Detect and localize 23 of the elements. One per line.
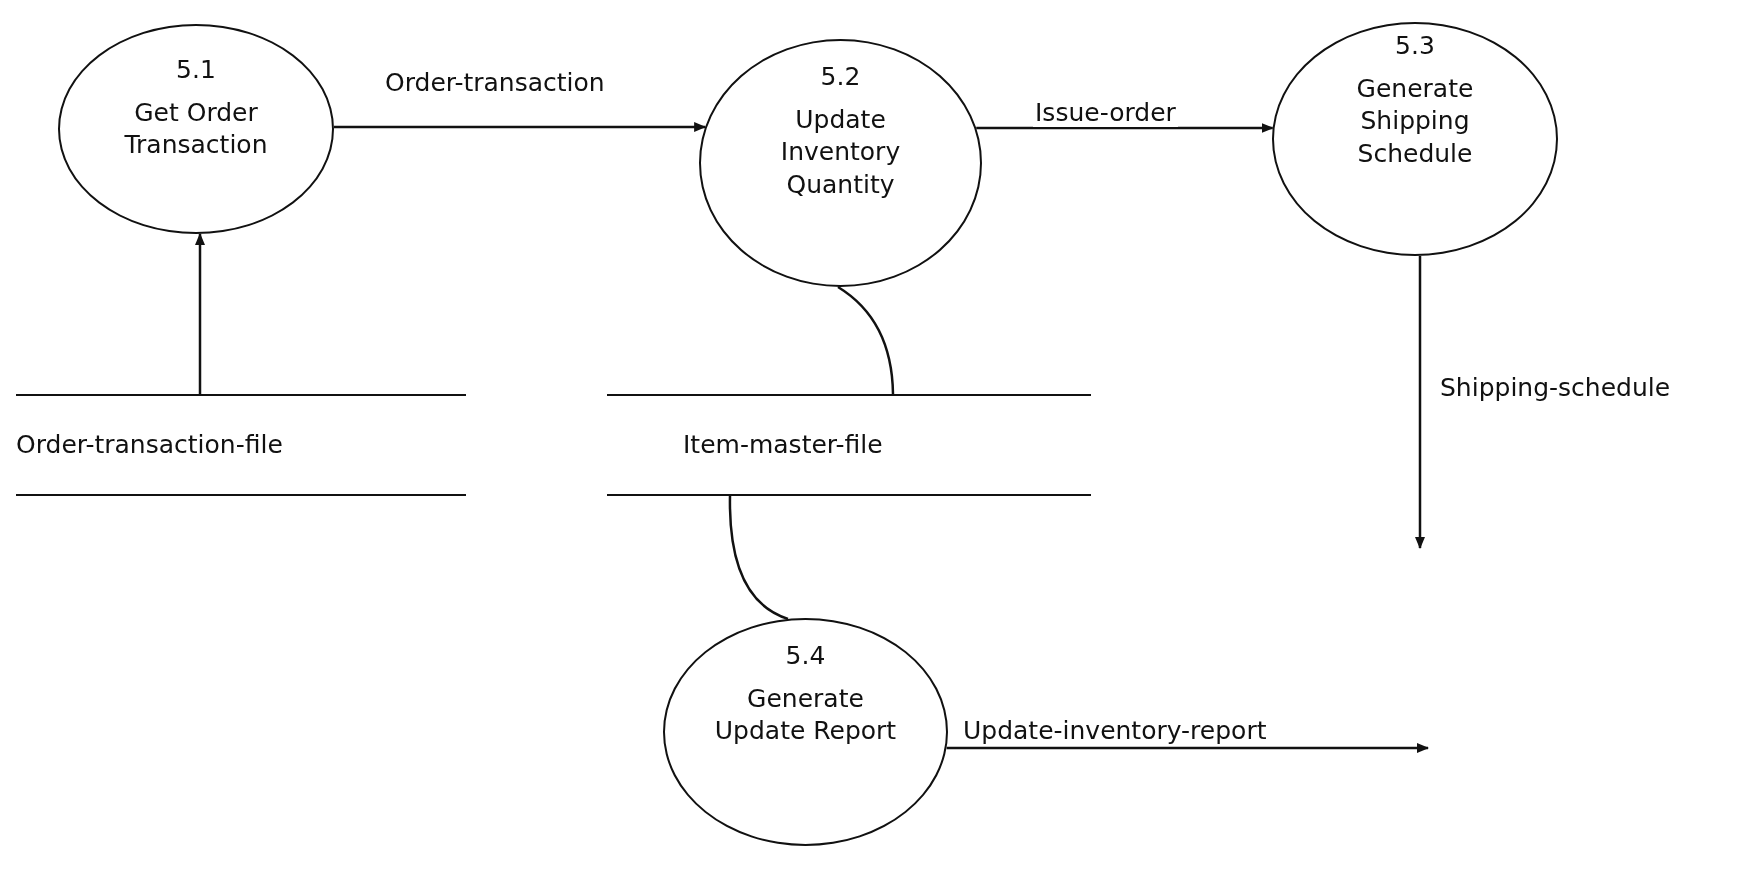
process-number: 5.3 [1395,30,1435,62]
process-name: Generate Shipping Schedule [1355,72,1475,170]
store-name: Item-master-file [683,428,883,461]
process-circle [1272,22,1558,256]
process-number: 5.2 [820,61,861,93]
store-name: Order-transaction-file [16,428,283,461]
arrow [1415,255,1425,549]
arrow [976,123,1274,133]
arrow [195,232,205,394]
process-circle [699,39,982,287]
process-number: 5.4 [785,640,826,672]
process-name: Get Order Transaction [123,96,269,161]
data-store [16,394,466,496]
process-circle [663,618,948,846]
connector-line [728,496,789,621]
connector-line [837,285,895,395]
arrow [946,743,1429,753]
process-name: Update Inventory Quantity [779,103,902,201]
data-store [607,394,1091,496]
process-name: Generate Update Report [713,682,898,747]
process-number: 5.1 [176,54,216,86]
process-circle [58,24,334,234]
arrow [333,122,707,132]
